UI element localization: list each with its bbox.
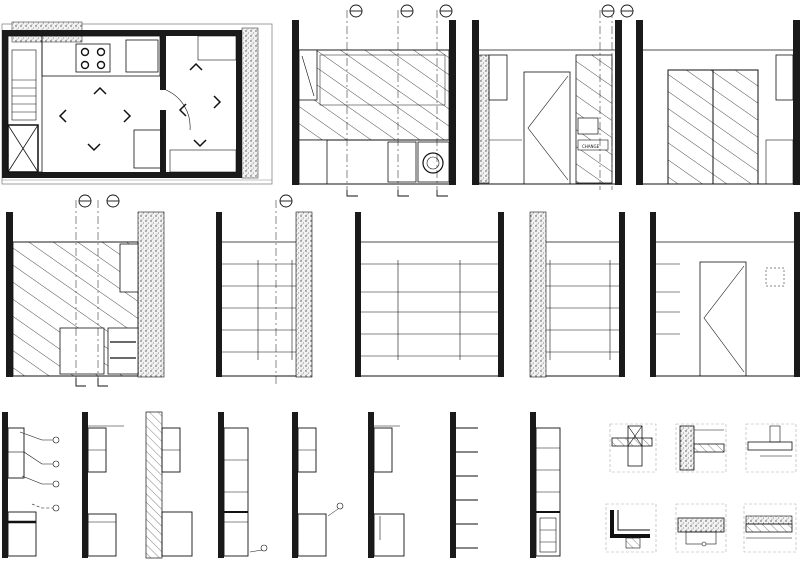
section-8 [530,412,561,558]
detail-3 [745,423,797,473]
section-2 [82,412,124,558]
detail-5 [675,503,727,553]
section-5 [292,412,344,558]
detail-1 [609,423,657,473]
elevation-glass-door [636,20,800,185]
stove-icon [75,43,111,73]
spot-marker-icon [58,86,132,152]
elevation-door-cabinet [472,4,634,190]
section-1 [2,412,60,558]
elevation-shelving-b [529,211,625,378]
section-marker-icon [279,194,293,208]
stair-treads [12,79,36,113]
section-4 [218,412,268,558]
washing-machine-icon [417,141,450,183]
section-marker-icon [78,194,120,208]
section-6 [368,412,405,558]
detail-2 [675,423,727,473]
elevation-shelving-wide [355,212,504,377]
section-marker-icon [349,4,453,18]
detail-4 [605,503,657,553]
section-3 [145,411,193,559]
elevation-kitchen-wall [292,4,456,197]
elevation-door [650,212,800,377]
elevation-counter [6,194,165,387]
spot-marker-icon [178,62,222,148]
elevation-shelving-a [216,194,313,385]
section-7 [450,412,478,558]
section-marker-icon [601,4,634,18]
floor-plan [1,21,273,185]
detail-6 [743,503,797,553]
detail-label: CHANGE [582,144,600,149]
